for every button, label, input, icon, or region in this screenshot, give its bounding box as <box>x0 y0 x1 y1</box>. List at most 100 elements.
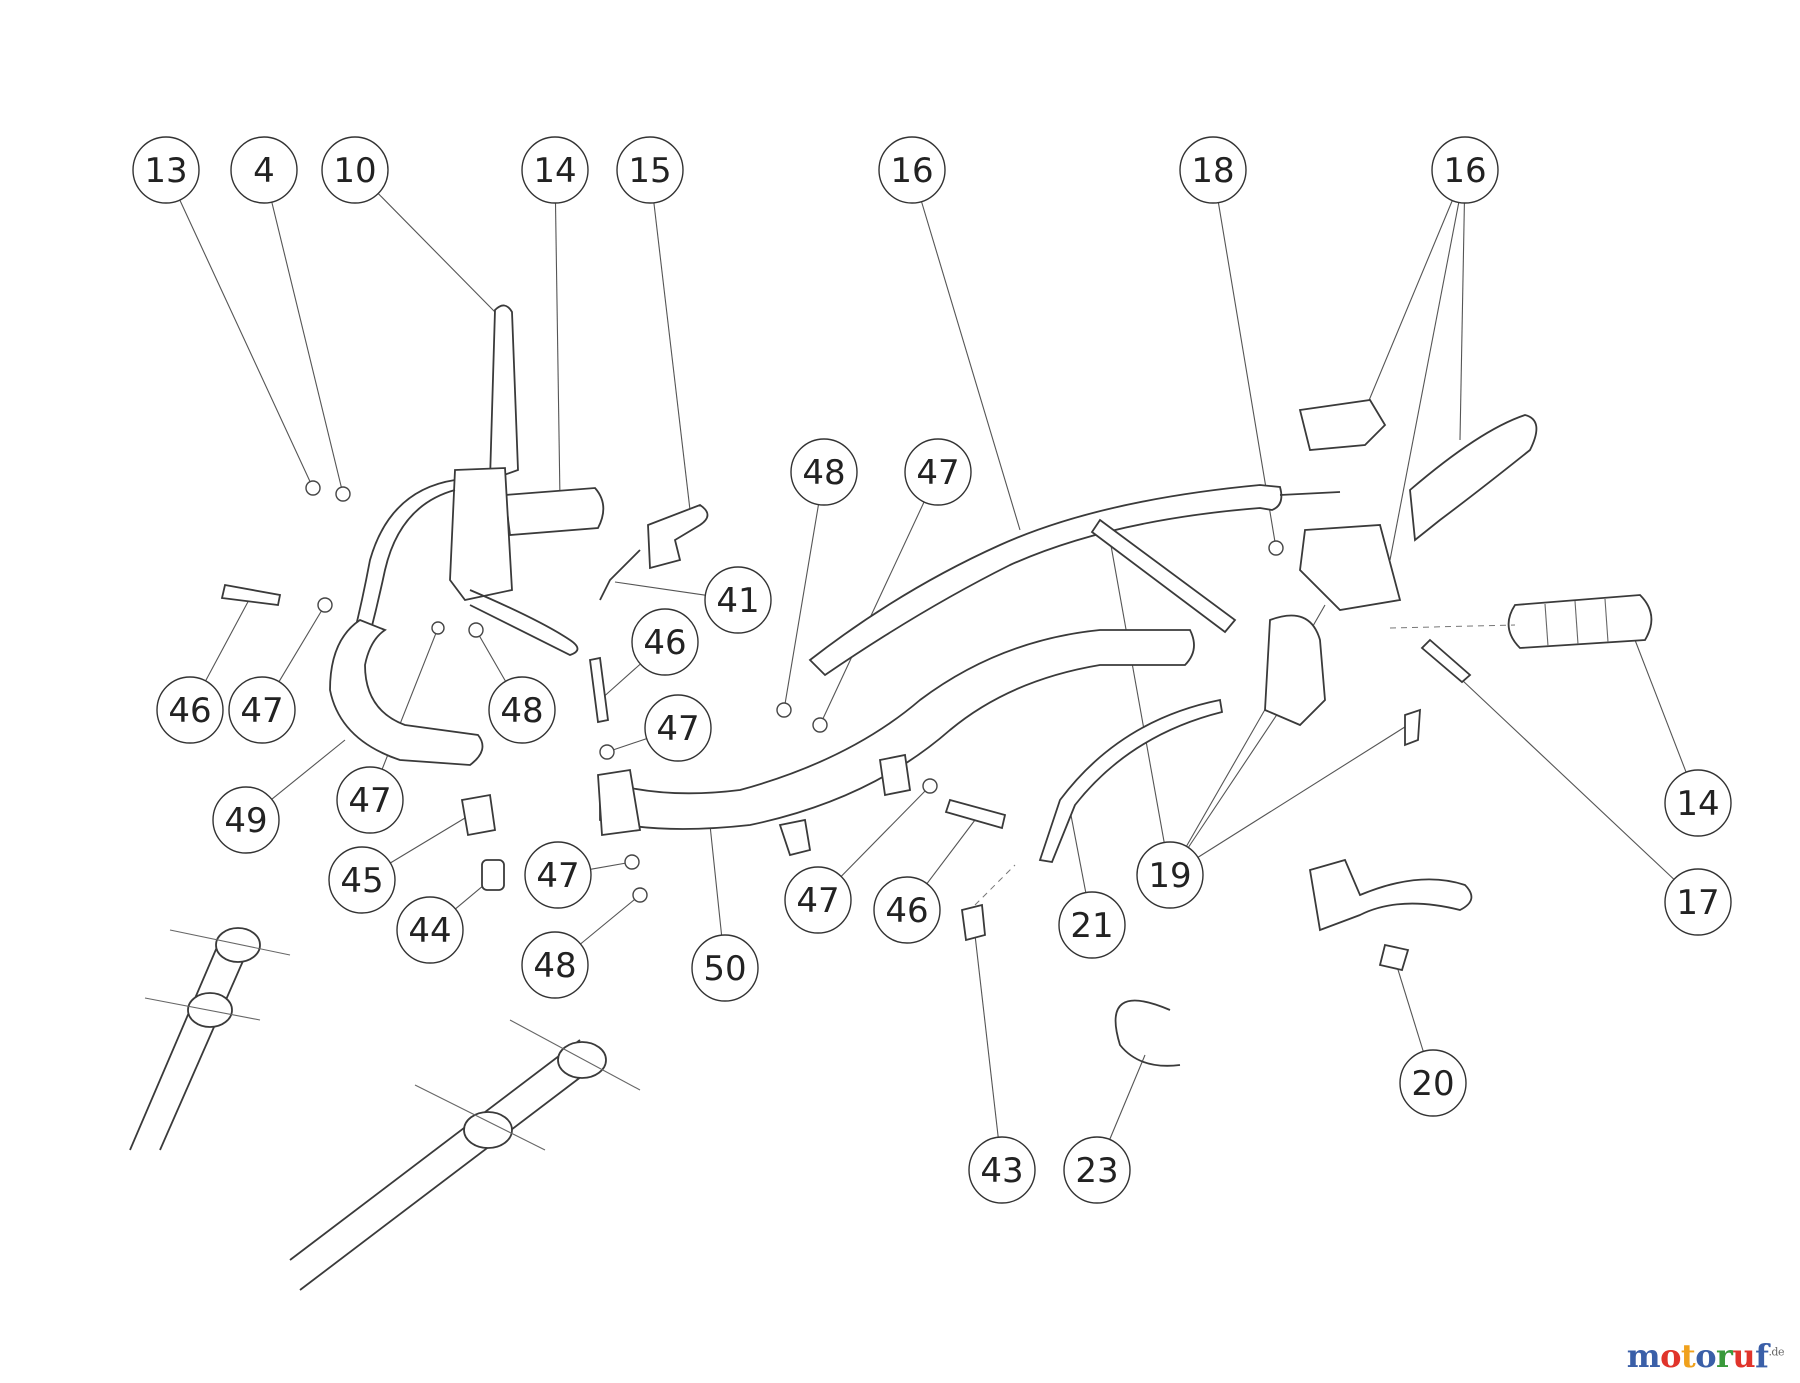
callout-number: 44 <box>408 911 451 951</box>
frame-tube-2 <box>159 944 251 1151</box>
callout-number: 19 <box>1148 856 1191 896</box>
callout-number: 50 <box>703 949 746 989</box>
nut-48-right <box>776 702 792 718</box>
bolt-46-center <box>588 656 610 724</box>
leader-line-45 <box>390 814 471 864</box>
washer-47-right <box>812 717 828 733</box>
leader-line-19 <box>1197 724 1409 858</box>
right-grip <box>1507 594 1653 649</box>
bolt-46-left <box>220 583 282 606</box>
callout-number: 49 <box>224 801 267 841</box>
callout-circle <box>873 876 941 944</box>
leader-line-14 <box>1634 639 1687 773</box>
callout-47: 47 <box>336 766 404 834</box>
leader-line-46 <box>599 663 641 701</box>
mount-tab-1 <box>778 818 812 857</box>
leader-line-23 <box>1109 1054 1146 1140</box>
watermark-letter: t <box>1680 1337 1696 1375</box>
frame-axis-1 <box>169 929 291 956</box>
callout-number: 15 <box>628 151 671 191</box>
callout-circle <box>616 136 684 204</box>
leader-line-17 <box>1461 679 1675 880</box>
leader-line-47 <box>278 604 326 682</box>
leader-line-48 <box>475 629 507 682</box>
lever-cover <box>1298 399 1387 451</box>
leader-line-4 <box>271 201 344 495</box>
leader-line-47 <box>819 501 925 726</box>
vertical-lever <box>489 304 519 482</box>
leader-line-13 <box>179 199 314 489</box>
cap-44 <box>481 859 505 891</box>
callout-21: 21 <box>1058 891 1126 959</box>
callout-circle <box>878 136 946 204</box>
callout-48: 48 <box>790 438 858 506</box>
frame-axis-4 <box>414 1084 546 1151</box>
callout-circle <box>790 438 858 506</box>
callout-46: 46 <box>631 608 699 676</box>
callout-circle <box>521 136 589 204</box>
screw-17 <box>1420 638 1472 684</box>
callout-number: 20 <box>1411 1064 1454 1104</box>
callout-circle <box>1664 769 1732 837</box>
callout-circle <box>644 694 712 762</box>
knob-45 <box>460 793 497 837</box>
callout-46: 46 <box>873 876 941 944</box>
frame-tube-3 <box>289 1039 581 1261</box>
callout-number: 23 <box>1075 1151 1118 1191</box>
frame-axis-3 <box>509 1019 641 1091</box>
leader-line-21 <box>1069 809 1087 893</box>
frame-tube-4 <box>299 1069 591 1291</box>
clip-19 <box>1404 708 1421 747</box>
leader-line-16 <box>1389 202 1460 561</box>
fitting-43-axis <box>974 864 1016 906</box>
callout-number: 48 <box>533 946 576 986</box>
callout-19: 19 <box>1136 841 1204 909</box>
leader-line-50 <box>709 824 723 936</box>
frame-axis-2 <box>144 997 261 1021</box>
washer-4 <box>335 486 351 502</box>
callout-10: 10 <box>321 136 389 204</box>
leader-line-49 <box>271 739 346 800</box>
callout-18: 18 <box>1179 136 1247 204</box>
callout-50: 50 <box>691 934 759 1002</box>
callout-46: 46 <box>156 676 224 744</box>
callout-circle <box>691 934 759 1002</box>
callout-circle <box>328 846 396 914</box>
callout-44: 44 <box>396 896 464 964</box>
callout-number: 16 <box>1443 151 1486 191</box>
callout-number: 48 <box>500 691 543 731</box>
washer-13 <box>305 480 321 496</box>
throttle-housing <box>1264 614 1326 727</box>
motoruf-watermark: motoruf.de <box>1627 1337 1785 1375</box>
callout-23: 23 <box>1063 1136 1131 1204</box>
leader-line-14 <box>554 202 561 501</box>
callout-number: 48 <box>802 453 845 493</box>
right-switch-body <box>1299 524 1402 611</box>
callout-41: 41 <box>704 566 772 634</box>
handlebar-clamp <box>597 768 642 837</box>
callout-number: 18 <box>1191 151 1234 191</box>
callout-circle <box>1431 136 1499 204</box>
callout-47: 47 <box>784 866 852 934</box>
cable-21 <box>1038 698 1224 864</box>
callout-circle <box>1136 841 1204 909</box>
leader-line-46 <box>926 819 976 885</box>
callout-47: 47 <box>228 676 296 744</box>
callout-circle <box>704 566 772 634</box>
callout-circle <box>212 786 280 854</box>
callout-number: 47 <box>796 881 839 921</box>
watermark-suffix: .de <box>1768 1345 1784 1359</box>
washer-47-left <box>317 597 333 613</box>
washer-47-tube <box>922 778 938 794</box>
callout-number: 47 <box>536 856 579 896</box>
callout-number: 47 <box>916 453 959 493</box>
frame-collar-4 <box>463 1111 513 1149</box>
leader-line-19 <box>1109 539 1165 843</box>
leader-line-46 <box>205 597 251 682</box>
fitting-43 <box>961 903 986 942</box>
grip-rib-2 <box>1574 600 1579 645</box>
leader-line-48 <box>580 894 641 945</box>
callout-number: 14 <box>1676 784 1719 824</box>
callout-circle <box>1399 1049 1467 1117</box>
